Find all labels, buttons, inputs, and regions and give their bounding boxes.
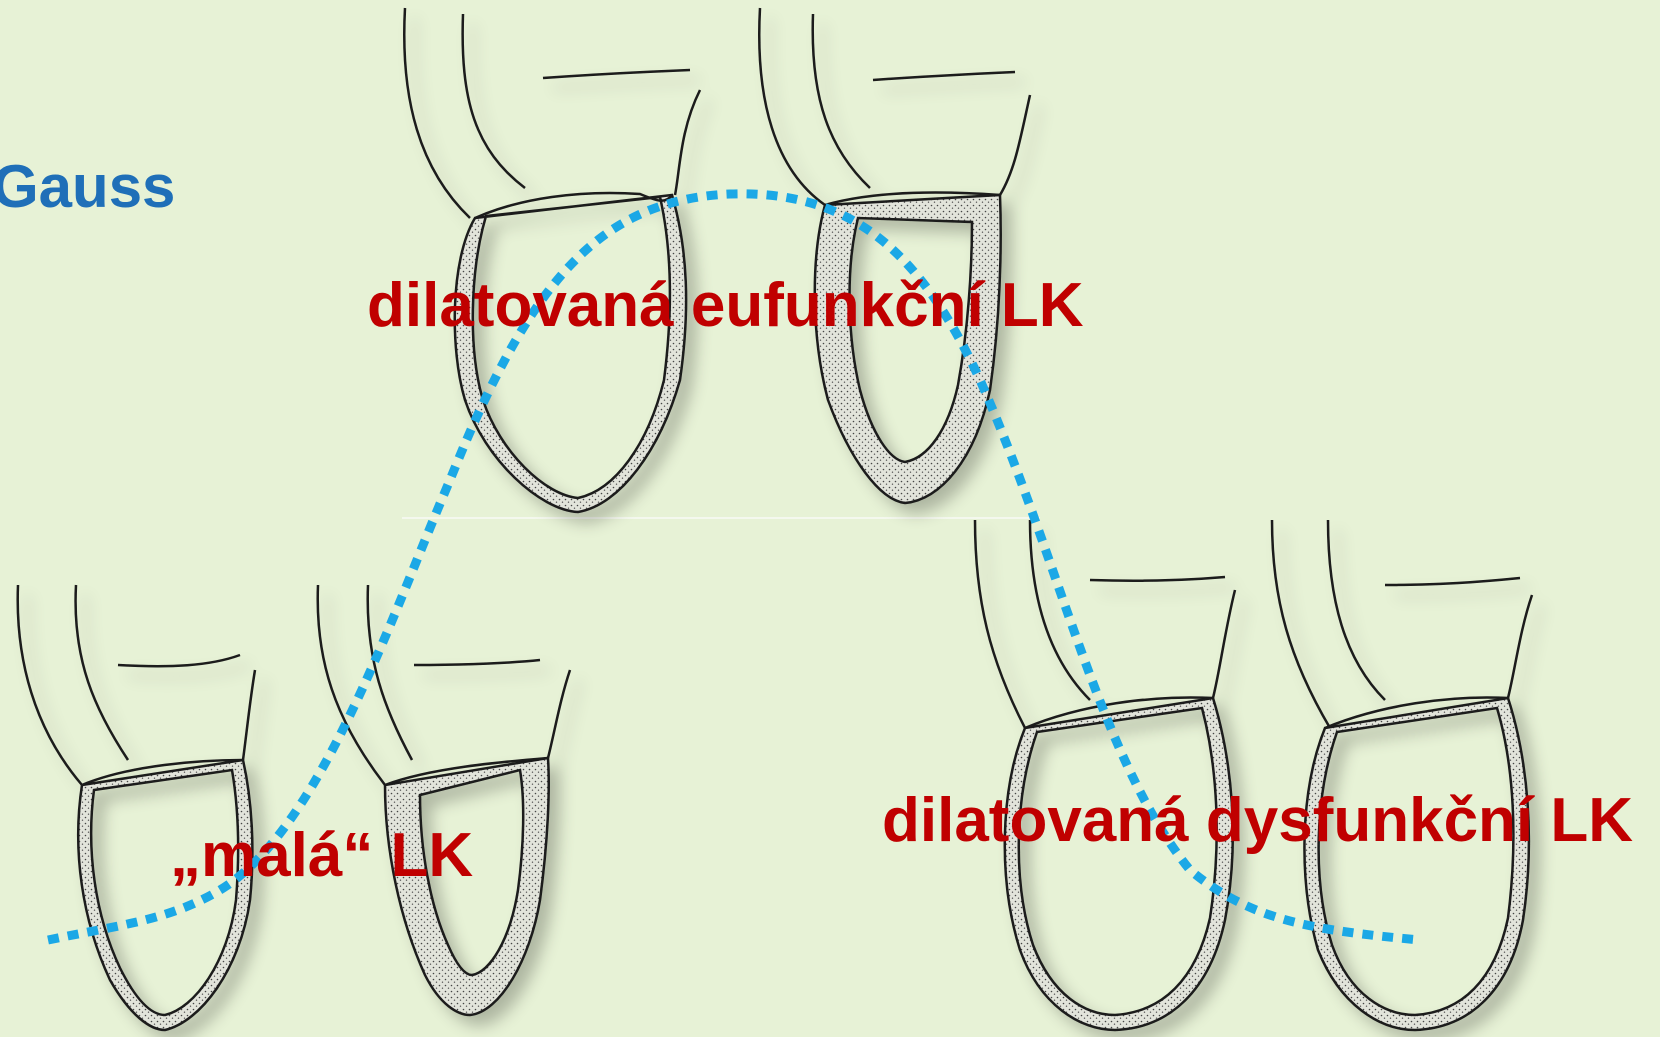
label-small: „malá“ LK (170, 820, 473, 891)
heart-bottom-right-1 (975, 520, 1235, 1030)
heart-bottom-right-2 (1272, 520, 1532, 1030)
label-dilated-dysfunctional: dilatovaná dysfunkční LK (882, 785, 1633, 856)
heart-bottom-left (18, 585, 255, 1030)
label-dilated-eufunctional: dilatovaná eufunkční LK (367, 270, 1084, 341)
page-title: Gauss (0, 152, 175, 221)
heart-top-left (404, 8, 700, 512)
heart-bottom-middle (318, 585, 570, 1015)
